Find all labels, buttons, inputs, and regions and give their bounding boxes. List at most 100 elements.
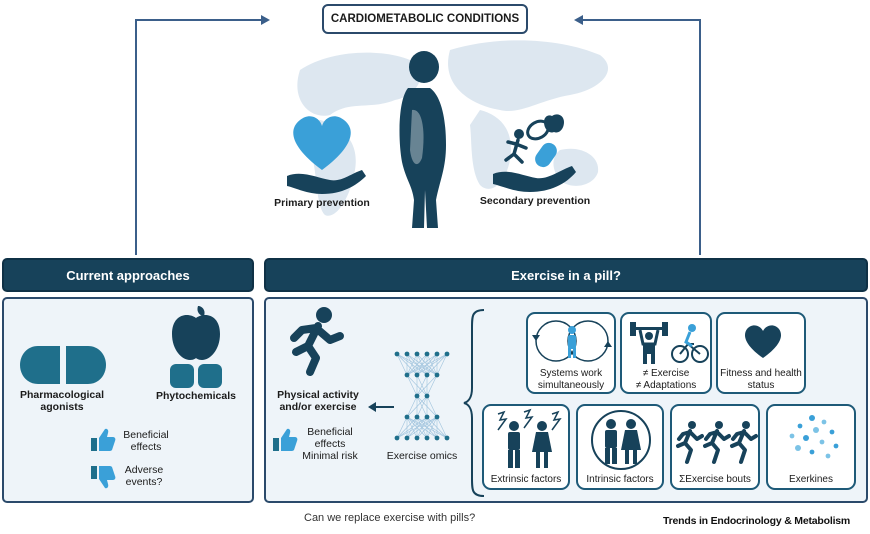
omics-node [424, 393, 430, 399]
omics-link [416, 374, 438, 397]
thumbs-down-icon [91, 466, 116, 489]
omics-node [444, 435, 450, 441]
omics-node [424, 351, 430, 357]
exerkine-dot [797, 423, 803, 429]
omics-node [404, 372, 410, 378]
exerkine-dot [809, 449, 815, 455]
exerkines-dots-icon [789, 415, 839, 459]
omics-node [404, 351, 410, 357]
omics-node [424, 435, 430, 441]
omics-link [406, 353, 438, 376]
phytochemicals-label: Phytochemicals [156, 390, 236, 402]
omics-node [414, 435, 420, 441]
beneficial-effects-label: Beneficial effects [123, 429, 169, 454]
runner-figure [730, 421, 758, 464]
omics-link [416, 374, 428, 397]
omics-link [426, 395, 438, 418]
omics-link [396, 416, 418, 439]
adaptations-line-2: ≠ Adaptations [635, 380, 697, 391]
omics-link [426, 353, 448, 376]
omics-link [406, 353, 418, 376]
omics-node [404, 414, 410, 420]
secondary-prevention-icon [493, 114, 576, 192]
exerkines-label: Exerkines [789, 474, 833, 485]
systems-card: Systems work simultaneously [526, 312, 616, 394]
exercise-line-1: ≠ Exercise [642, 368, 690, 379]
omics-link [406, 395, 418, 418]
omics-link [436, 353, 448, 376]
intrinsic-label: Intrinsic factors [586, 474, 654, 485]
current-approaches-header: Current approaches [2, 258, 254, 292]
omics-link [416, 395, 428, 418]
journal-brand: Trends in Endocrinology & Metabolism [663, 515, 851, 527]
primary-prevention-label: Primary prevention [274, 197, 370, 209]
beneficial-effects-right-label: Beneficial effects Minimal risk [298, 426, 362, 462]
pills-icon [20, 346, 106, 384]
exerkine-dot [795, 445, 801, 451]
pharmacological-agonists-label: Pharmacological agonists [19, 389, 105, 414]
exercise-bouts-card: ΣExercise bouts [670, 404, 760, 490]
omics-node [434, 372, 440, 378]
exerkine-dot [825, 453, 831, 459]
omics-network-icon [394, 351, 450, 441]
omics-link [396, 416, 408, 439]
omics-node [444, 351, 450, 357]
exerkine-dot [833, 443, 839, 449]
brace-icon [463, 309, 485, 497]
exerkine-dot [829, 429, 835, 435]
systems-label: Systems work simultaneously [537, 368, 605, 391]
extrinsic-people-icon [497, 408, 562, 468]
omics-node [434, 351, 440, 357]
intrinsic-card: Intrinsic factors [576, 404, 664, 490]
omics-link [406, 353, 428, 376]
omics-link [426, 416, 438, 439]
secondary-prevention-label: Secondary prevention [479, 195, 591, 207]
beneficial-line-1: Beneficial effects [307, 426, 353, 451]
omics-node [404, 435, 410, 441]
exerkine-dot [809, 415, 815, 421]
adverse-events-label: Adverse events? [124, 464, 164, 489]
omics-link [396, 353, 408, 376]
fitness-card: Fitness and health status [716, 312, 806, 394]
omics-node [414, 372, 420, 378]
exerkine-dot [813, 427, 819, 433]
systems-loop-icon [532, 320, 612, 362]
runner-figure [676, 421, 704, 464]
physical-activity-label: Physical activity and/or exercise [277, 389, 359, 414]
cardiometabolic-title: CARDIOMETABOLIC CONDITIONS [322, 4, 528, 34]
thumbs-up-icon [91, 428, 116, 451]
figure-caption: Can we replace exercise with pills? [304, 512, 476, 524]
apple-icon [170, 306, 222, 388]
exercise-omics-label: Exercise omics [386, 450, 458, 462]
exercise-bouts-label: ΣExercise bouts [679, 474, 751, 485]
minimal-risk-line: Minimal risk [302, 450, 358, 463]
omics-link [426, 374, 438, 397]
omics-link [406, 395, 428, 418]
extrinsic-card: Extrinsic factors [482, 404, 570, 490]
runner-figure [703, 421, 731, 464]
omics-link [396, 416, 428, 439]
omics-node [424, 414, 430, 420]
omics-node [394, 351, 400, 357]
exercise-adaptations-card: ≠ Exercise ≠ Adaptations [620, 312, 712, 394]
fitness-label: Fitness and health status [720, 368, 802, 391]
omics-link [396, 416, 438, 439]
omics-link [406, 353, 448, 376]
exercise-in-a-pill-header: Exercise in a pill? [264, 258, 868, 292]
runner-icon [290, 307, 344, 376]
omics-link [416, 353, 448, 376]
omics-link [406, 416, 438, 439]
person-silhouette-icon [399, 51, 446, 228]
weightlift-cycle-icon [630, 322, 709, 364]
omics-link [416, 416, 438, 439]
exerkine-dot [819, 439, 825, 445]
omics-node [434, 435, 440, 441]
runners-icon [676, 421, 758, 464]
extrinsic-label: Extrinsic factors [490, 474, 562, 485]
thumbs-up-icon-right [273, 428, 298, 451]
omics-node [414, 351, 420, 357]
exerkine-dot [789, 433, 795, 439]
omics-node [424, 372, 430, 378]
exerkines-card: Exerkines [766, 404, 856, 490]
omics-link [406, 374, 418, 397]
